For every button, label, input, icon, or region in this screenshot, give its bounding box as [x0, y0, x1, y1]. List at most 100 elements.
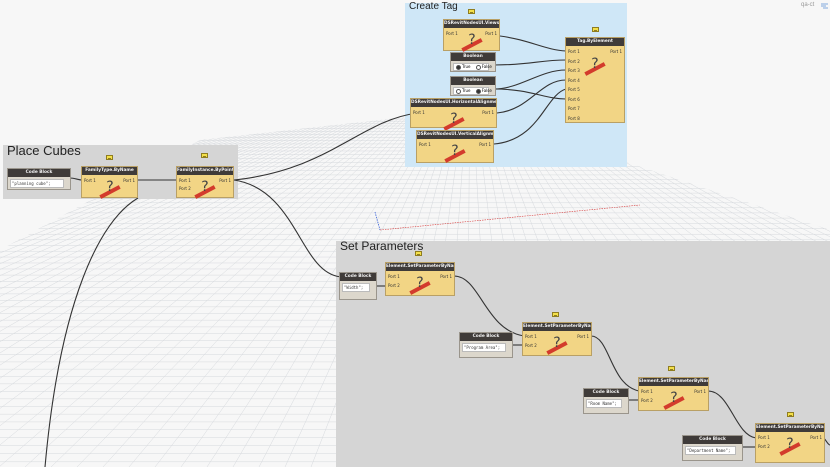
output-port[interactable]: Port 1 [577, 334, 589, 339]
input-port[interactable]: Port 1 [413, 110, 425, 115]
output-port[interactable]: Port 1 [440, 274, 452, 279]
views-node[interactable]: DSRevitNodesUI.Views Port 1 Port 1 ? [443, 19, 500, 52]
input-port[interactable]: Port 2 [758, 444, 770, 449]
input-port[interactable]: Port 1 [388, 274, 400, 279]
input-port[interactable]: Port 5 [568, 87, 580, 92]
boolean-node[interactable]: Boolean True False [450, 52, 496, 72]
output-port[interactable]: Port 1 [694, 389, 706, 394]
input-port[interactable]: Port 2 [641, 398, 653, 403]
node-title: FamilyType.ByName [82, 167, 137, 175]
input-port[interactable]: Port 1 [446, 31, 458, 36]
input-port[interactable]: Port 2 [179, 186, 191, 191]
boolean-node[interactable]: Boolean True False [450, 76, 496, 96]
code-input[interactable]: "Program Area"; [462, 343, 506, 352]
code-block-node[interactable]: Code Block "Room Name"; [583, 388, 629, 414]
radio-true-icon[interactable] [456, 64, 461, 70]
node-title: Boolean [451, 77, 495, 85]
code-input[interactable]: "planning cube"; [10, 179, 64, 188]
node-title: Element.SetParameterByName [639, 378, 708, 386]
code-block-node[interactable]: Code Block "Department Name"; [682, 435, 743, 461]
output-port[interactable]: Port 1 [479, 142, 491, 147]
warning-question-icon: ? [442, 111, 465, 131]
output-port[interactable]: Port 1 [219, 178, 231, 183]
input-port[interactable]: Port 1 [641, 389, 653, 394]
tag-by-element-node[interactable]: Tag.ByElement Port 1 Port 2 Port 3 Port … [565, 37, 625, 123]
svg-text:?: ? [786, 436, 793, 452]
true-label: True [462, 88, 471, 93]
input-port[interactable]: Port 2 [388, 283, 400, 288]
note-icon[interactable] [106, 155, 113, 160]
input-port[interactable]: Port 6 [568, 96, 580, 102]
horizontal-alignment-node[interactable]: DSRevitNodesUI.HorizontalAlignment Port … [410, 98, 497, 131]
input-port[interactable]: Port 3 [568, 68, 580, 73]
group-title: Set Parameters [340, 239, 424, 253]
layout-icon[interactable] [820, 2, 829, 9]
true-label: True [462, 64, 471, 69]
svg-text:?: ? [450, 111, 457, 127]
warning-question-icon: ? [409, 275, 431, 295]
svg-text:?: ? [553, 335, 560, 351]
warning-question-icon: ? [662, 390, 685, 410]
family-type-node[interactable]: FamilyType.ByName Port 1 Port 1 ? [81, 166, 138, 199]
input-port[interactable]: Port 4 [568, 77, 580, 83]
note-icon[interactable] [552, 312, 559, 317]
code-input[interactable]: "Room Name"; [586, 399, 622, 408]
warning-question-icon: ? [98, 179, 121, 199]
note-icon[interactable] [415, 251, 422, 256]
output-port[interactable]: Port 1 [482, 110, 494, 115]
radio-false-icon[interactable] [475, 88, 481, 94]
output-port[interactable]: Port 1 [485, 31, 497, 36]
node-title: Code Block [460, 333, 512, 341]
input-port[interactable]: Port 7 [568, 106, 580, 111]
node-title: Element.SetParameterByName [756, 424, 824, 432]
output-port[interactable]: Port 1 [810, 435, 822, 440]
input-port[interactable]: Port 1 [419, 142, 431, 147]
boolean-toggle[interactable]: True False [453, 63, 492, 71]
node-title: Code Block [8, 169, 70, 177]
warning-question-icon: ? [584, 56, 606, 76]
radio-true-icon[interactable] [456, 88, 461, 94]
code-input[interactable]: "Width"; [342, 283, 370, 292]
input-port[interactable]: Port 2 [525, 343, 537, 348]
boolean-toggle[interactable]: True False [453, 87, 492, 95]
radio-false-icon[interactable] [475, 64, 481, 70]
svg-text:?: ? [468, 32, 475, 48]
set-parameter-node[interactable]: Element.SetParameterByName Port 1 Port 2… [522, 322, 592, 356]
node-title: Code Block [340, 273, 376, 281]
node-title: Code Block [584, 389, 628, 397]
set-parameter-node[interactable]: Element.SetParameterByName Port 1 Port 2… [638, 377, 709, 411]
input-port[interactable]: Port 2 [568, 58, 580, 64]
family-instance-node[interactable]: FamilyInstance.ByPoint Port 1 Port 2 Por… [176, 166, 234, 199]
node-title: Boolean [451, 53, 495, 61]
note-icon[interactable] [592, 27, 599, 32]
note-icon[interactable] [787, 412, 794, 417]
note-icon[interactable] [668, 366, 675, 371]
input-port[interactable]: Port 1 [525, 334, 537, 339]
input-port[interactable]: Port 8 [568, 115, 580, 121]
node-title: Tag.ByElement [566, 38, 624, 46]
group-title: Create Tag [409, 1, 458, 12]
input-port[interactable]: Port 1 [758, 435, 770, 440]
note-icon[interactable] [201, 153, 208, 158]
note-icon[interactable] [468, 9, 475, 14]
input-port[interactable]: Port 1 [179, 178, 191, 183]
code-input[interactable]: "Department Name"; [685, 446, 736, 455]
output-port[interactable]: Port 1 [610, 49, 622, 54]
input-port[interactable]: Port 1 [84, 178, 96, 183]
svg-text:?: ? [106, 179, 113, 195]
vertical-alignment-node[interactable]: DSRevitNodesUI.VerticalAlignment Port 1 … [416, 130, 494, 163]
code-block-node[interactable]: Code Block "Width"; [339, 272, 377, 300]
set-parameter-node[interactable]: Element.SetParameterByName Port 1 Port 2… [385, 262, 455, 296]
code-block-node[interactable]: Code Block "planning cube"; [7, 168, 71, 190]
svg-text:?: ? [591, 56, 598, 72]
input-port[interactable]: Port 1 [568, 49, 580, 54]
output-port[interactable]: Port 1 [123, 178, 135, 183]
set-parameter-node[interactable]: Element.SetParameterByName Port 1 Port 2… [755, 423, 825, 463]
warning-question-icon: ? [460, 32, 483, 52]
false-label: False [481, 88, 492, 93]
svg-text:?: ? [201, 179, 208, 195]
code-block-node[interactable]: Code Block "Program Area"; [459, 332, 513, 358]
app-logo: qa-ct [801, 2, 815, 8]
node-title: DSRevitNodesUI.HorizontalAlignment [411, 99, 496, 107]
